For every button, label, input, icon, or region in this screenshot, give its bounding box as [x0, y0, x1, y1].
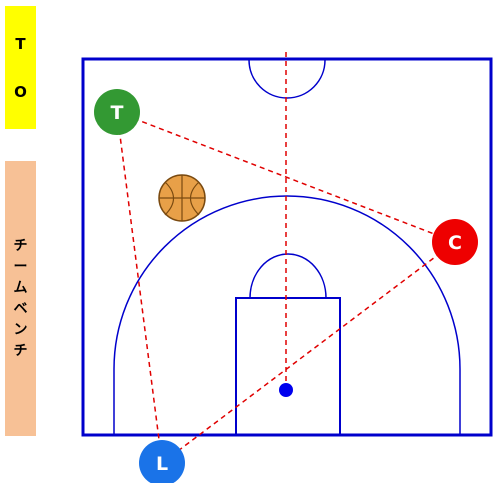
player-center: C [432, 219, 478, 265]
basketball-icon [158, 174, 206, 222]
court-boundary [81, 57, 493, 437]
team-bench-area: チームベンチ [5, 161, 36, 436]
player-top-label: T [111, 102, 124, 124]
line-top-center [116, 111, 456, 243]
player-lead: L [139, 440, 185, 483]
team-bench-label: チームベンチ [13, 237, 28, 359]
basket [279, 383, 293, 397]
free-throw-lane [235, 297, 341, 436]
table-official-letter-t: T [15, 34, 26, 53]
player-top: T [94, 89, 140, 135]
line-top-lead [116, 111, 163, 464]
table-official-area: T O [5, 6, 36, 129]
table-official-letter-o: O [14, 82, 27, 101]
center-circle [248, 59, 326, 99]
line-center-lead [161, 241, 456, 464]
three-point-line [113, 195, 461, 435]
player-center-label: C [448, 232, 462, 254]
player-lead-label: L [156, 453, 168, 475]
free-throw-circle [249, 253, 327, 299]
